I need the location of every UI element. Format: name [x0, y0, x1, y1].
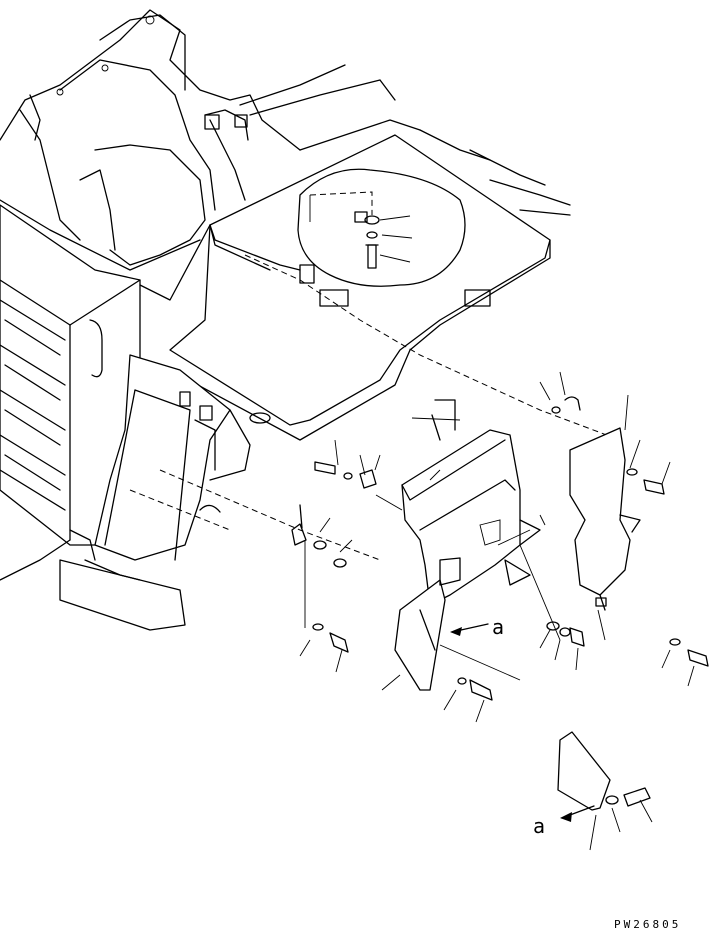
leader-lines [375, 394, 629, 691]
detail-a-label-upper: a [492, 615, 504, 639]
cutaway-fasteners [309, 191, 413, 269]
radiator-grille [0, 204, 186, 631]
right-side-panel [569, 427, 641, 611]
duct-assembly [94, 354, 381, 561]
drawing-code: PW26805 [614, 918, 681, 931]
detail-panel [557, 731, 653, 851]
center-cover-bracket [394, 399, 541, 691]
detail-arrows [450, 623, 595, 822]
floor-plate [139, 134, 621, 441]
fasteners [291, 371, 709, 723]
detail-a-label-lower: a [533, 814, 545, 838]
machine-frame [0, 9, 571, 271]
